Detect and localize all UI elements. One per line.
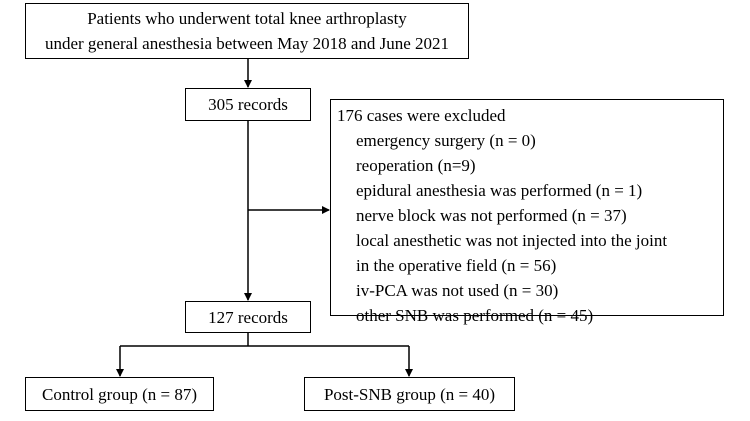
eligible-patients-box: Patients who underwent total knee arthro… — [25, 3, 469, 59]
exclusion-item: other SNB was performed (n = 45) — [356, 306, 594, 325]
initial-records-box: 305 records — [185, 88, 311, 121]
initial-records-label: 305 records — [208, 95, 288, 114]
final-records-label: 127 records — [208, 307, 288, 327]
exclusions-title: 176 cases were excluded — [337, 106, 506, 125]
exclusion-item: epidural anesthesia was performed (n = 1… — [356, 181, 643, 200]
control-group-box: Control group (n = 87) — [25, 377, 214, 411]
exclusion-item: local anesthetic was not injected into t… — [356, 231, 668, 250]
exclusion-item: reoperation (n=9) — [356, 156, 476, 175]
control-group-label: Control group (n = 87) — [41, 384, 198, 404]
exclusion-item: in the operative field (n = 56) — [356, 256, 557, 275]
post-snb-group-box: Post-SNB group (n = 40) — [304, 377, 515, 411]
eligible-patients-line1: Patients who underwent total knee arthro… — [87, 9, 407, 28]
exclusions-box: 176 cases were excluded emergency surger… — [330, 99, 724, 325]
exclusion-item: iv-PCA was not used (n = 30) — [356, 281, 559, 300]
final-records-box: 127 records — [185, 301, 311, 333]
exclusion-item: emergency surgery (n = 0) — [356, 131, 536, 150]
exclusion-item: nerve block was not performed (n = 37) — [356, 206, 627, 225]
post-snb-group-label: Post-SNB group (n = 40) — [323, 384, 496, 404]
eligible-patients-line2: under general anesthesia between May 201… — [44, 34, 450, 53]
